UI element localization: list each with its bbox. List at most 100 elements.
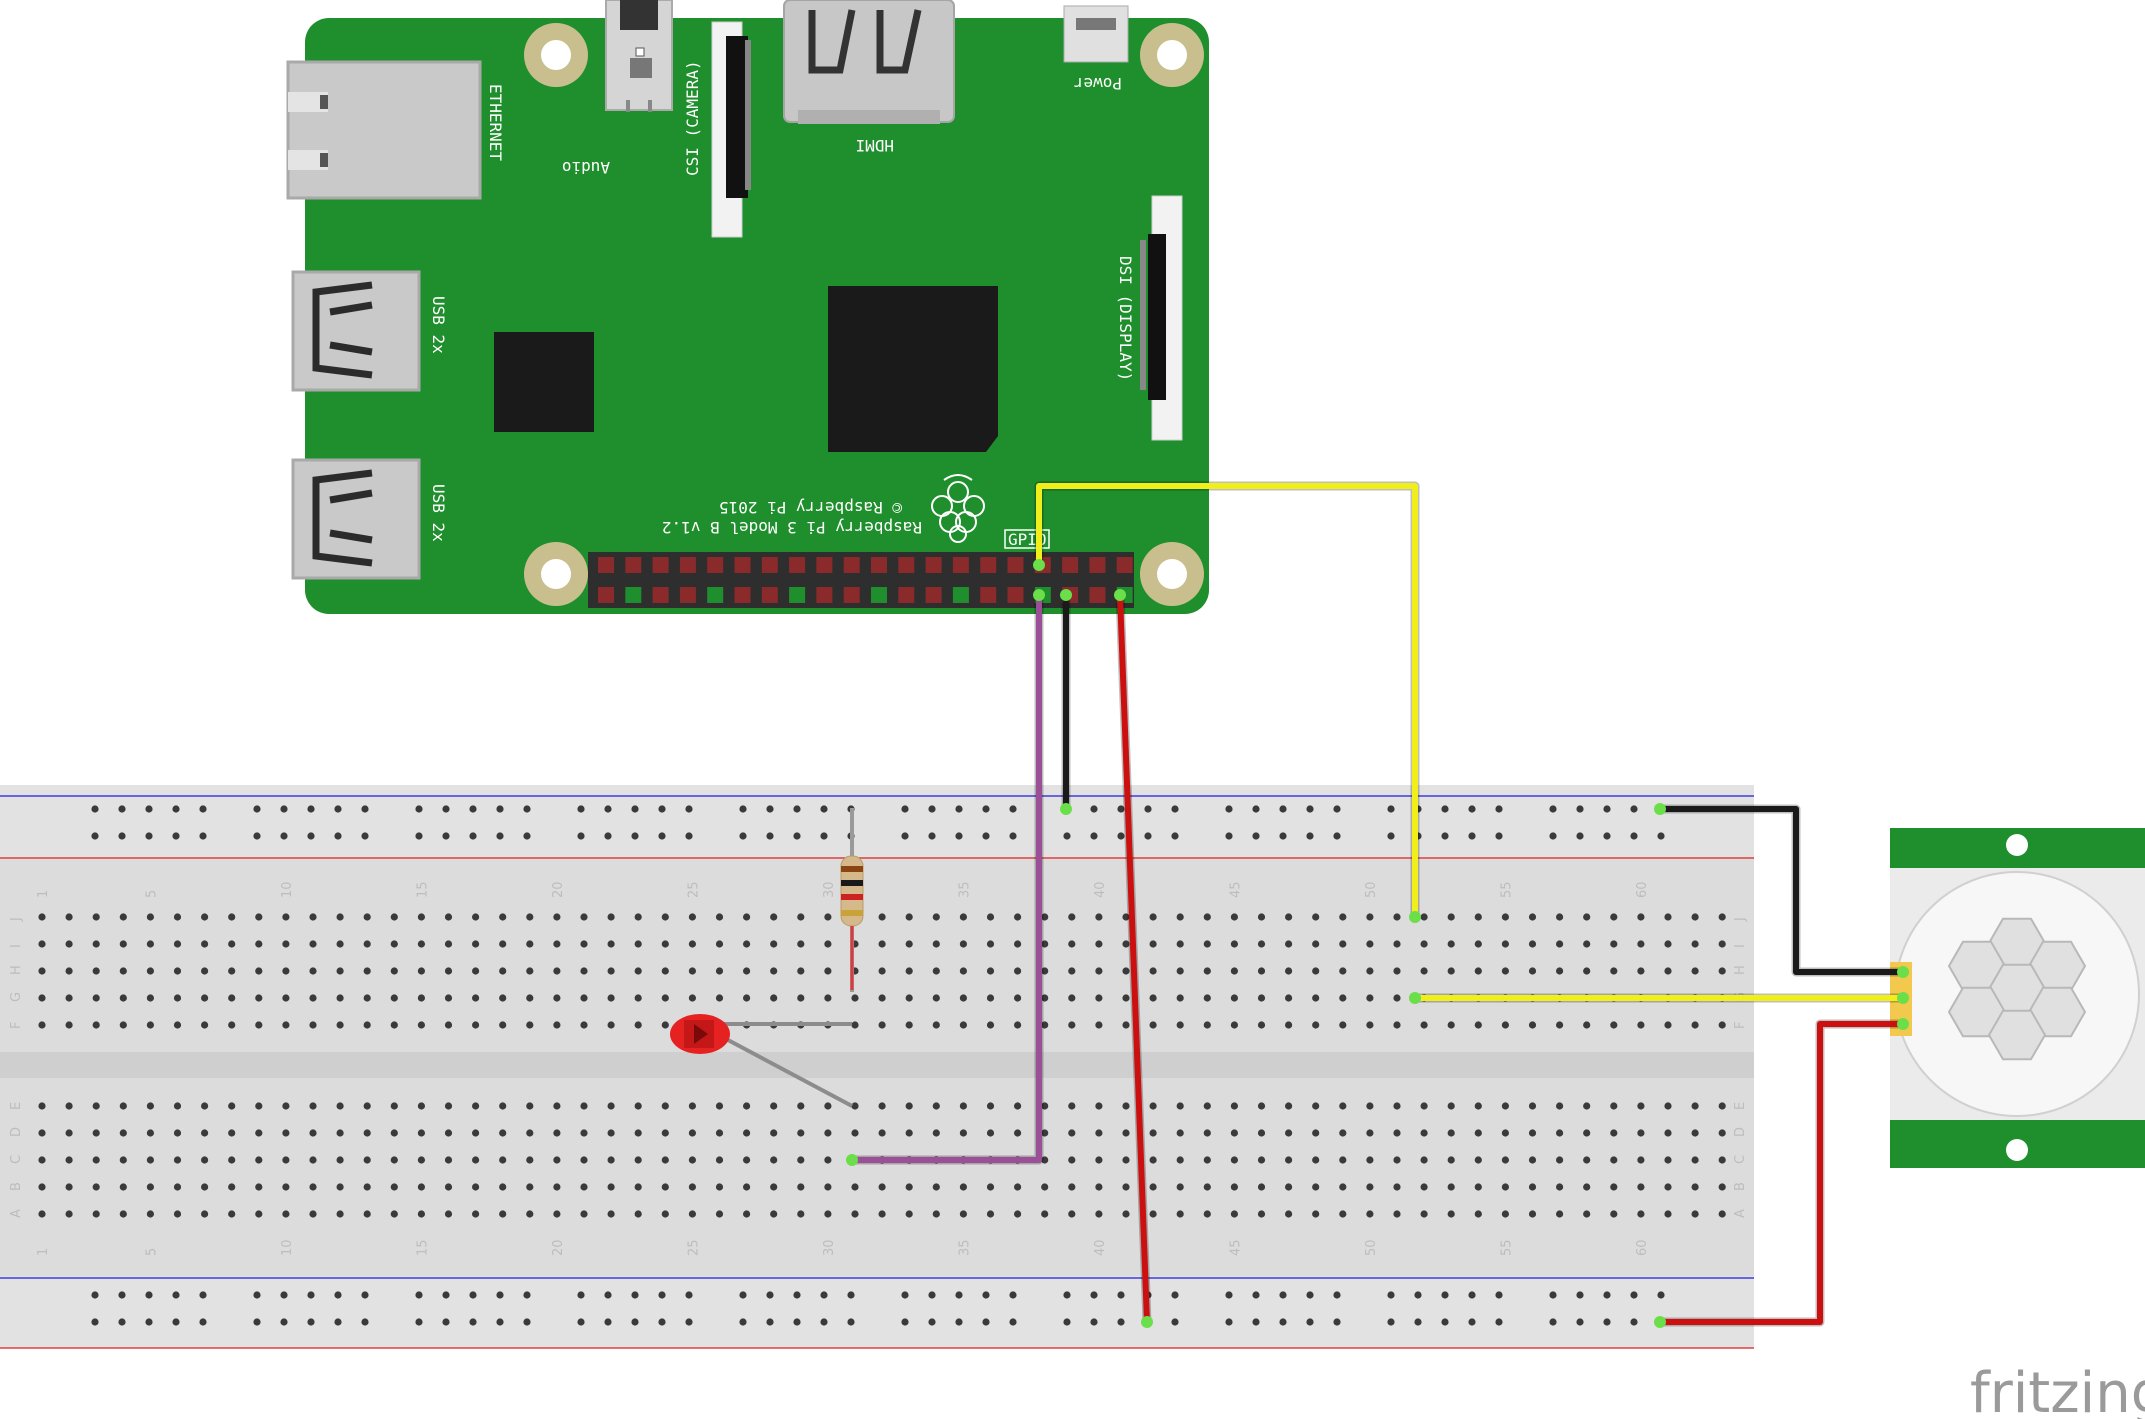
rail-hole (1603, 832, 1611, 840)
rail-hole (685, 1318, 693, 1326)
breadboard-hole (1637, 1210, 1645, 1218)
breadboard-hole (499, 994, 507, 1002)
rail-hole (1333, 805, 1341, 813)
breadboard-hole (634, 994, 642, 1002)
rail-hole (1414, 1318, 1422, 1326)
rail-hole (685, 805, 693, 813)
breadboard-hole (363, 940, 371, 948)
breadboard-hole (282, 1021, 290, 1029)
breadboard-hole (1528, 1102, 1537, 1110)
rail-hole (469, 1291, 477, 1299)
breadboard-hole (634, 940, 642, 948)
breadboard-hole (1041, 940, 1049, 948)
breadboard-hole (553, 1156, 561, 1164)
fritzing-logo: fritzing (1970, 1361, 2145, 1419)
breadboard-hole (905, 1129, 913, 1137)
breadboard-hole (797, 1102, 805, 1110)
breadboard-hole (1583, 913, 1591, 921)
rail-hole (955, 1318, 963, 1326)
breadboard-hole (390, 1021, 398, 1029)
breadboard-hole (363, 1102, 371, 1110)
breadboard-hole (92, 994, 100, 1002)
breadboard-hole (1014, 994, 1022, 1002)
gpio-pin (898, 557, 915, 573)
breadboard-hole (336, 1210, 344, 1218)
rail-hole (1090, 1318, 1098, 1326)
breadboard-hole (1257, 1210, 1266, 1218)
breadboard-hole (472, 967, 480, 975)
breadboard-hole (743, 1210, 751, 1218)
gpio-header (588, 552, 1134, 608)
breadboard-hole (932, 994, 940, 1002)
purple-wire-gpio-to-led (849, 592, 1042, 1163)
breadboard-hole (1637, 1021, 1645, 1029)
row-letter: F (9, 1022, 24, 1029)
rail-hole (1009, 1318, 1017, 1326)
rail-hole (685, 832, 693, 840)
rail-hole (739, 805, 747, 813)
breadboard-hole (1447, 1021, 1455, 1029)
gpio-pin (734, 587, 751, 603)
rail-hole (334, 1291, 342, 1299)
rail-hole (1306, 832, 1314, 840)
rail-hole (1630, 805, 1638, 813)
breadboard-hole (65, 1129, 73, 1137)
gpio-pin (625, 587, 642, 603)
breadboard-hole (1041, 994, 1049, 1002)
dsi-connector (1140, 195, 1183, 441)
breadboard-hole (1366, 1183, 1374, 1191)
breadboard-hole (228, 994, 236, 1002)
breadboard-hole (797, 1129, 805, 1137)
rail-hole (1225, 832, 1233, 840)
rail-hole (145, 832, 153, 840)
rail-hole (145, 805, 153, 813)
breadboard-hole (92, 940, 100, 948)
breadboard-hole (228, 967, 236, 975)
breadboard-hole (92, 1021, 100, 1029)
breadboard-hole (65, 1021, 73, 1029)
rail-hole (739, 1318, 747, 1326)
breadboard-hole (526, 1129, 534, 1137)
breadboard-hole (1691, 1210, 1699, 1218)
breadboard-hole (92, 1156, 100, 1164)
breadboard-hole (1149, 994, 1157, 1002)
rail-hole (982, 1291, 990, 1299)
breadboard-hole (1095, 1102, 1103, 1110)
breadboard-hole (1176, 1183, 1184, 1191)
breadboard-hole (715, 1183, 724, 1191)
breadboard-hole (472, 994, 480, 1002)
breadboard-hole (417, 1102, 425, 1110)
breadboard-hole (1095, 1210, 1103, 1218)
breadboard-hole (444, 1183, 453, 1191)
rail-hole (253, 805, 261, 813)
breadboard-hole (824, 913, 832, 921)
breadboard-hole (282, 1129, 290, 1137)
breadboard-hole (1176, 913, 1184, 921)
rail-hole (820, 832, 828, 840)
breadboard-hole (282, 994, 290, 1002)
breadboard-hole (1664, 1156, 1672, 1164)
breadboard-hole (1257, 994, 1266, 1002)
rail-hole (1657, 1291, 1665, 1299)
breadboard-hole (92, 1183, 100, 1191)
breadboard-hole (1366, 1102, 1374, 1110)
rail-hole (982, 1318, 990, 1326)
breadboard-hole (607, 1210, 615, 1218)
breadboard-hole (1691, 1021, 1699, 1029)
breadboard-hole (173, 994, 182, 1002)
breadboard-hole (1393, 1156, 1401, 1164)
breadboard-hole (1176, 1129, 1184, 1137)
breadboard-hole (1068, 913, 1076, 921)
breadboard-hole (1068, 940, 1076, 948)
breadboard-hole (173, 1021, 182, 1029)
breadboard-hole (661, 1102, 669, 1110)
breadboard-hole (173, 967, 182, 975)
column-number: 15 (415, 881, 430, 898)
breadboard-hole (607, 940, 615, 948)
breadboard-hole (1285, 1183, 1293, 1191)
breadboard-hole (1122, 1156, 1130, 1164)
breadboard-hole (228, 1102, 236, 1110)
breadboard-hole (1583, 1129, 1591, 1137)
breadboard-hole (1366, 994, 1374, 1002)
red-wire-rail-to-pir-end (1654, 1316, 1666, 1328)
